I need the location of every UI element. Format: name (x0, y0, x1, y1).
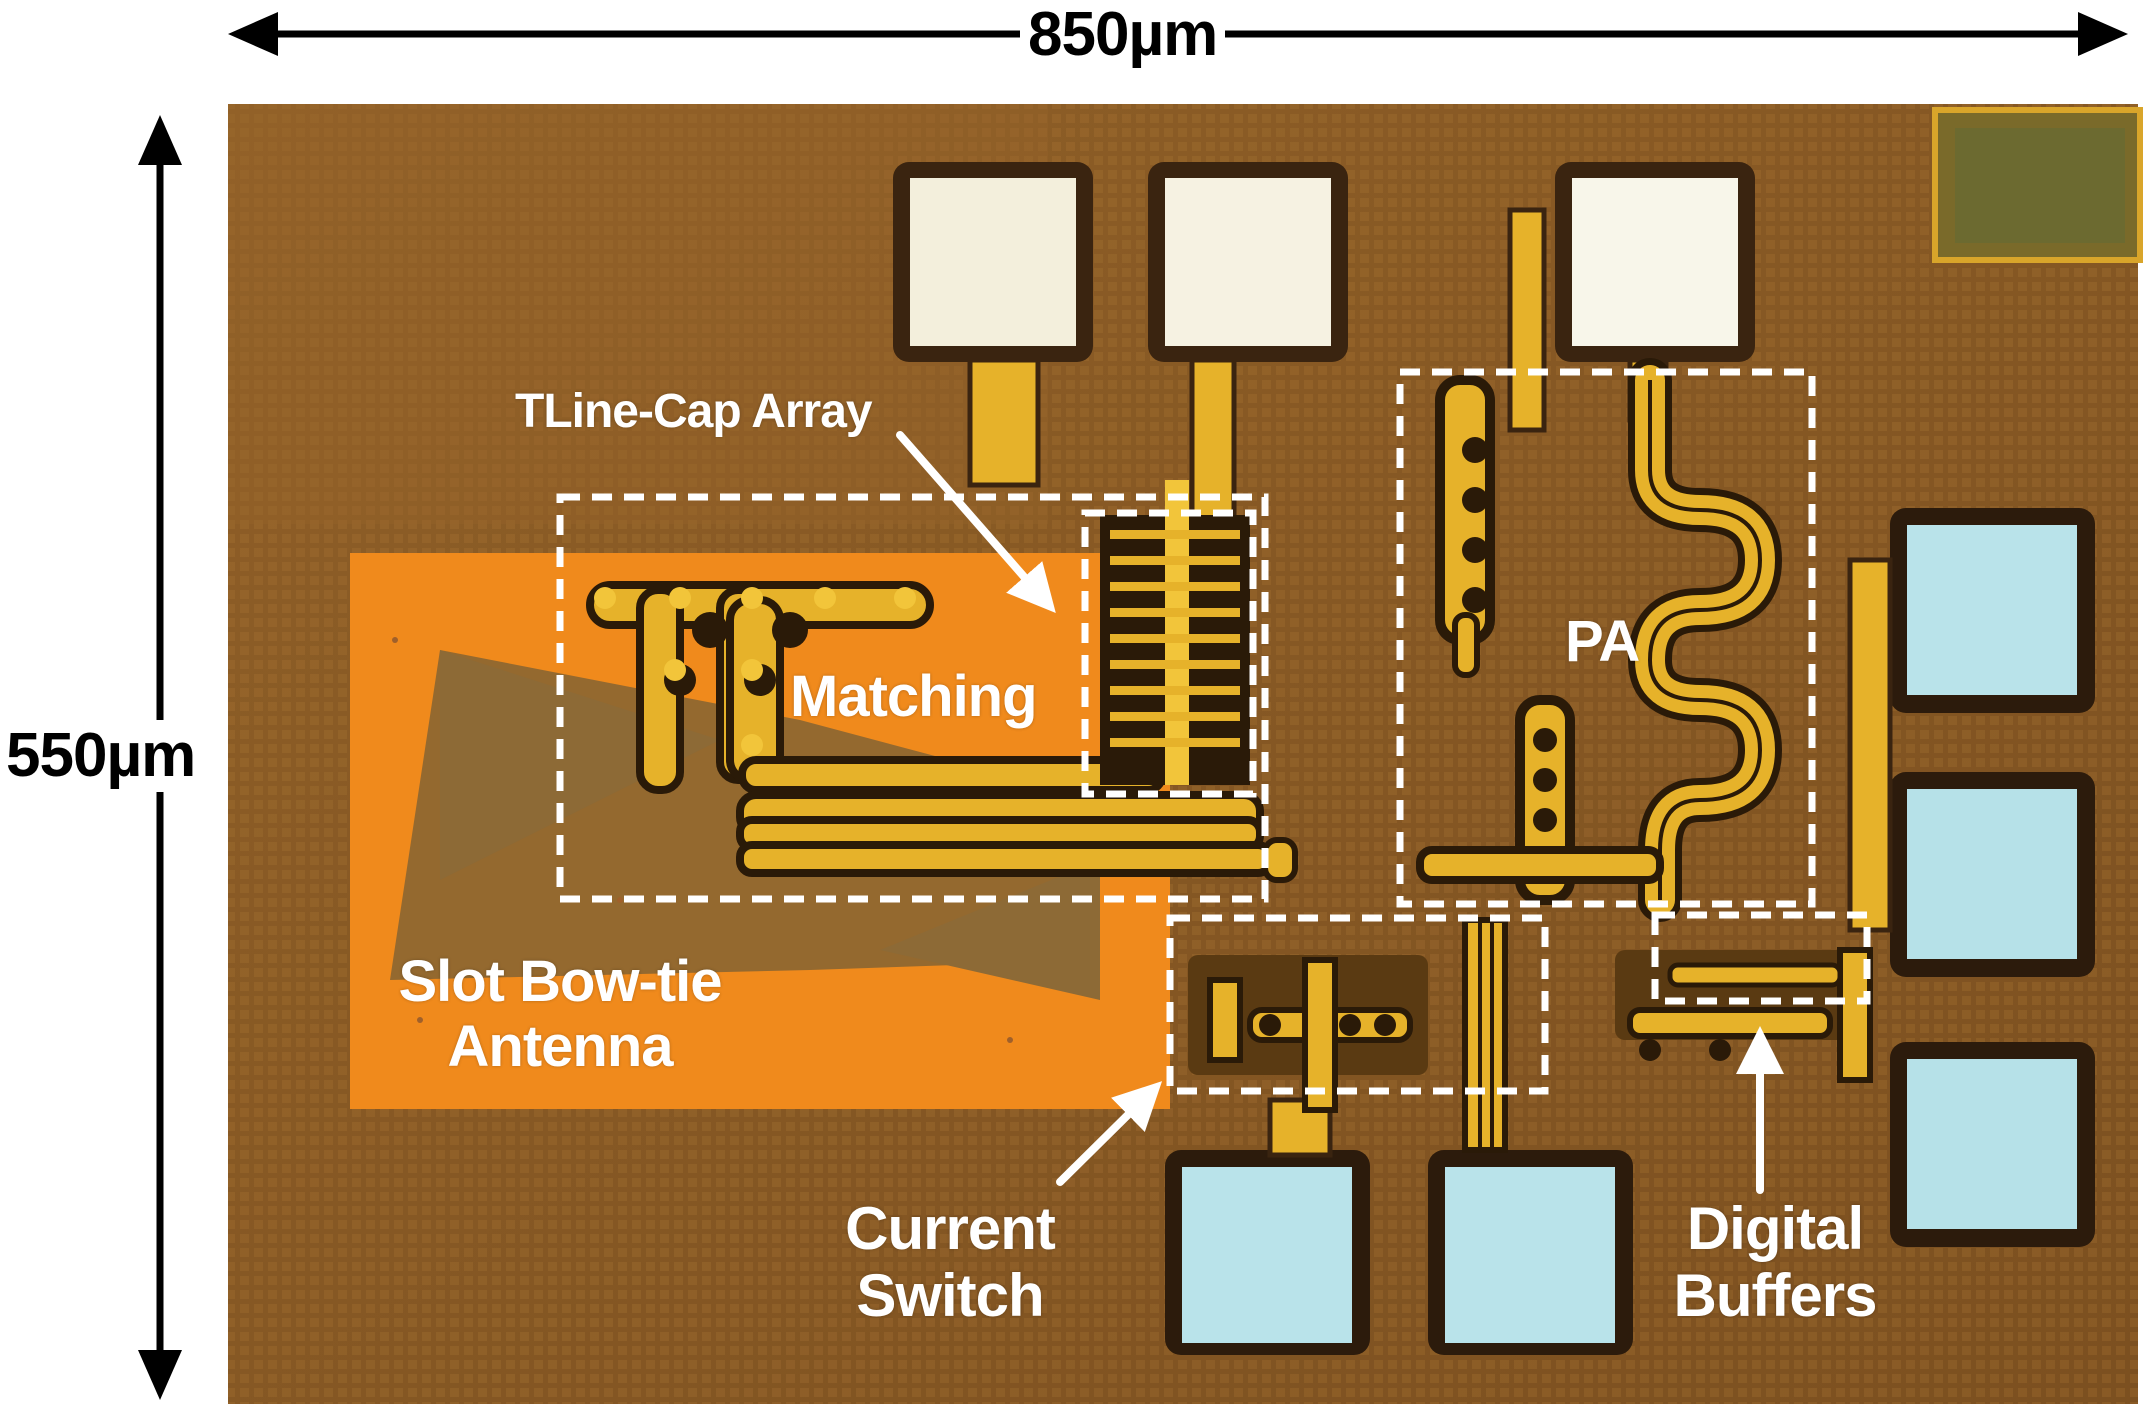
matching-network (586, 581, 1298, 883)
digital-buffers-label-line1: Digital (1686, 1195, 1864, 1262)
pad-top-3 (1555, 162, 1755, 362)
tline-cap-array-box (1081, 509, 1257, 798)
digital-buffers-label: Digital Buffers (1670, 1195, 1880, 1329)
tline-cap-arrow (896, 431, 1056, 614)
pad-top-1 (893, 162, 1093, 362)
pa-box (1396, 368, 1816, 908)
current-switch-label-line2: Switch (856, 1262, 1044, 1330)
digital-buffers-box (1651, 911, 1871, 1005)
digital-buffers-label-line2: Buffers (1673, 1262, 1877, 1330)
current-switch-label-line1: Current (845, 1195, 1056, 1262)
current-switch-box (1166, 914, 1549, 1095)
pad-bottom-1 (1165, 1150, 1370, 1355)
tline-cap-array (1100, 480, 1250, 785)
height-label: 550µm (2, 720, 200, 792)
antenna-label-line2: Antenna (447, 1013, 674, 1079)
pad-right-1 (1890, 508, 2095, 713)
pad-top-2 (1148, 162, 1348, 362)
current-switch (1188, 917, 1508, 1153)
matching-label: Matching (790, 664, 1038, 729)
antenna-label-line1: Slot Bow-tie (398, 949, 722, 1014)
antenna-label: Slot Bow-tie Antenna (380, 949, 740, 1080)
width-label: 850µm (1020, 0, 1226, 70)
matching-box (556, 493, 1269, 903)
corner-structure-inner (1955, 128, 2125, 243)
current-switch-label: Current Switch (830, 1195, 1070, 1329)
power-amplifier (1416, 358, 1783, 922)
pad-right-3 (1890, 1042, 2095, 1247)
tline-cap-array-label: TLine-Cap Array (515, 385, 873, 438)
current-switch-arrow (1056, 1081, 1163, 1186)
pa-label: PA (1565, 609, 1640, 674)
pad-bottom-2 (1428, 1150, 1633, 1355)
pad-right-2 (1890, 772, 2095, 977)
